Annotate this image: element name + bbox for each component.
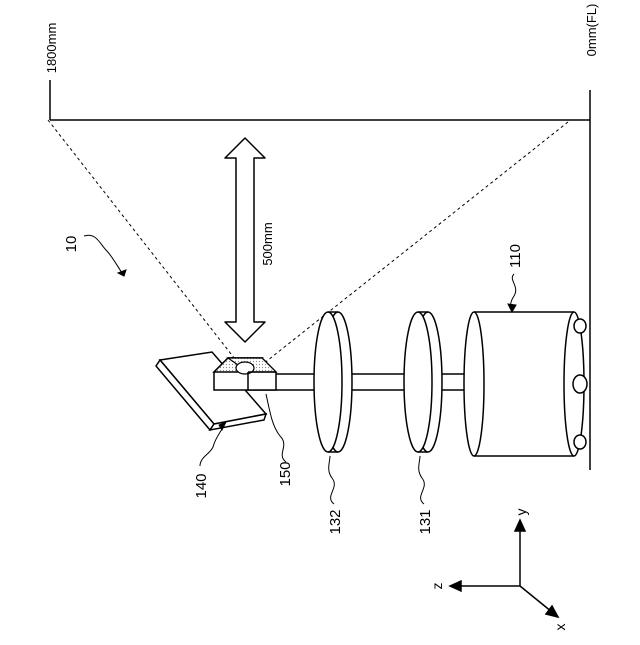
label-132: 132: [327, 509, 344, 534]
robot-base-110: [464, 312, 587, 456]
leader-110: [508, 274, 516, 312]
disc-132: [314, 312, 352, 452]
axis-label-z: z: [429, 583, 445, 590]
label-10: 10: [63, 236, 80, 253]
distance-arrow: [225, 138, 265, 342]
label-500mm: 500mm: [260, 222, 275, 265]
label-110: 110: [507, 244, 524, 268]
leader-131: [419, 456, 425, 504]
ceiling-reference: [50, 80, 590, 120]
axis-label-y: y: [513, 509, 529, 516]
sensor-block-150: [214, 358, 276, 390]
label-0mm-fl: 0mm(FL): [584, 4, 599, 57]
leader-132: [329, 456, 335, 504]
leader-10: [84, 235, 126, 276]
coordinate-axes: [450, 520, 558, 617]
leader-150: [266, 394, 286, 462]
label-150: 150: [277, 461, 294, 486]
label-1800mm: 1800mm: [44, 23, 59, 74]
label-140: 140: [193, 473, 210, 498]
disc-131: [404, 312, 442, 452]
label-131: 131: [417, 509, 434, 534]
axis-label-x: x: [552, 624, 568, 631]
